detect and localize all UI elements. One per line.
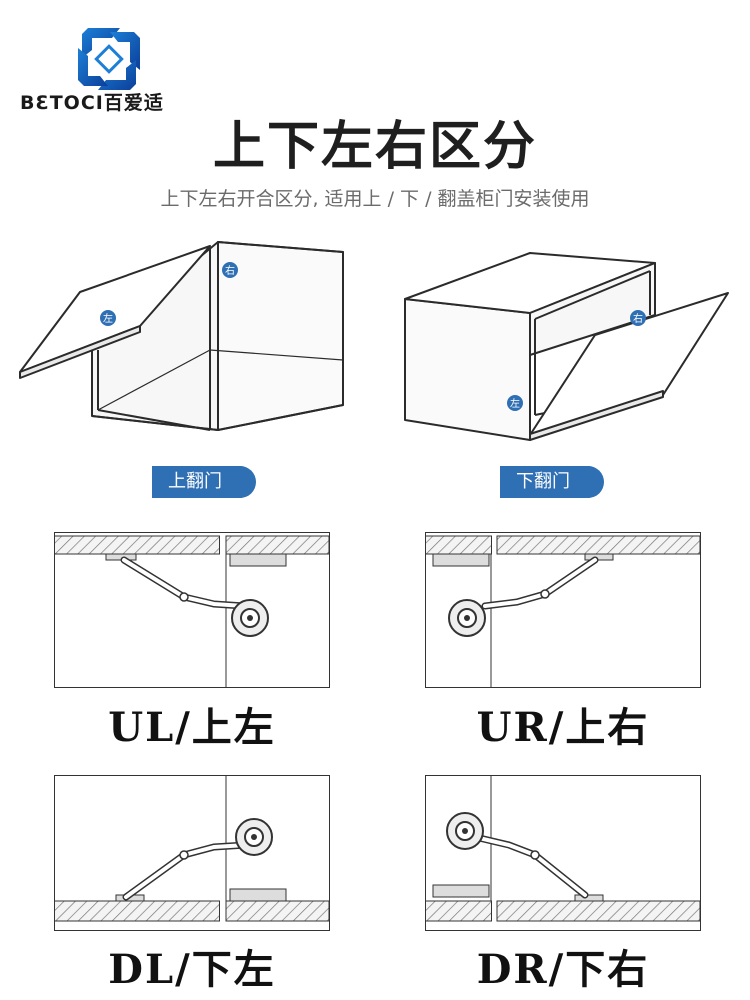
hinge-diagram-dl (54, 775, 330, 931)
cabinet-left-label: 左 (510, 397, 520, 410)
cabinet-down-flip-illustration: 右 左 (404, 252, 729, 441)
page-subtitle: 上下左右开合区分, 适用上 / 下 / 翻盖柜门安装使用 (160, 188, 590, 210)
variant-caption-dr: DR/下右 (476, 946, 650, 993)
cabinet-right-label: 右 (633, 312, 643, 325)
variant-caption-dl: DL/下左 (108, 946, 276, 993)
brand-logo-icon (78, 28, 140, 90)
hinge-diagram-ul (54, 532, 330, 688)
hinge-diagram-ur (425, 532, 701, 688)
cabinet-right-label: 右 (225, 264, 235, 277)
brand-logo-text: BƐTOCI百爱适 (20, 92, 164, 114)
cabinet-up-flip-illustration: 右 左 (19, 241, 344, 431)
variant-caption-ur: UR/上右 (476, 704, 650, 751)
cabinet-left-label: 左 (103, 312, 113, 325)
variant-caption-ul: UL/上左 (108, 704, 276, 751)
pill-up-flip-door: 上翻门 (152, 466, 256, 498)
pill-down-flip-door: 下翻门 (500, 466, 604, 498)
page-title: 上下左右区分 (212, 117, 537, 177)
hinge-diagram-dr (425, 775, 701, 931)
